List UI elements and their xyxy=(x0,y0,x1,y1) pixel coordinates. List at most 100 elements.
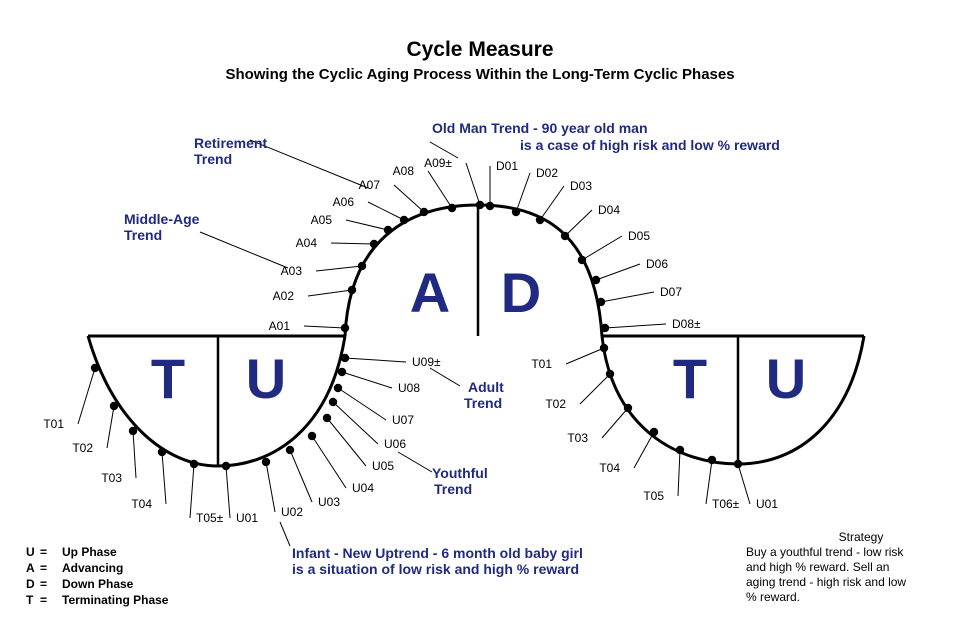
annotation-adult: Adult Trend xyxy=(464,379,508,411)
phase-letter-t-right: T xyxy=(673,347,707,410)
point-label: D05 xyxy=(628,229,650,243)
phase-letter-u-right: U xyxy=(766,347,806,410)
strategy-heading: Strategy xyxy=(838,530,884,544)
point-leader xyxy=(737,463,751,505)
point-label: U03 xyxy=(318,495,340,509)
point-leader xyxy=(705,459,713,505)
point-marker xyxy=(707,455,717,465)
annotation-old-man: Old Man Trend - 90 year old man is a cas… xyxy=(432,120,780,153)
point-marker xyxy=(475,200,485,210)
point-marker xyxy=(189,459,199,469)
point-marker xyxy=(261,457,271,467)
annotation-infant: Infant - New Uptrend - 6 month old baby … xyxy=(292,545,587,577)
point-leader xyxy=(332,401,379,445)
point-label: A05 xyxy=(311,213,333,227)
point-label: T06± xyxy=(712,497,740,511)
point-leader xyxy=(106,405,115,449)
point-marker xyxy=(485,201,495,211)
phase-letter-d: D xyxy=(501,261,541,324)
point-marker xyxy=(369,239,379,249)
point-leader xyxy=(595,263,641,281)
point-label: A02 xyxy=(273,289,295,303)
point-leader xyxy=(225,465,231,519)
leader-middle-age xyxy=(199,231,289,269)
point-label: D04 xyxy=(598,203,620,217)
point-leader xyxy=(330,242,375,245)
strategy-line: and high % reward. Sell an xyxy=(746,560,890,574)
phase-letter-t-left: T xyxy=(151,347,185,410)
dome-curve xyxy=(343,203,604,337)
point-label: U09± xyxy=(412,355,441,369)
point-label: D08± xyxy=(672,317,701,331)
point-marker xyxy=(307,431,317,441)
strategy-line: % reward. xyxy=(746,590,801,604)
point-marker xyxy=(675,445,685,455)
point-leader xyxy=(132,430,137,479)
point-marker xyxy=(347,285,357,295)
legend: U=Up Phase A=Advancing D=Down Phase T=Te… xyxy=(26,544,168,608)
point-label: U02 xyxy=(281,505,303,519)
leader-old-man xyxy=(429,141,459,159)
point-marker xyxy=(357,261,367,271)
diagram-title: Cycle Measure xyxy=(406,38,554,61)
point-marker xyxy=(109,401,119,411)
legend-row: U=Up Phase xyxy=(26,545,117,559)
point-leader xyxy=(344,357,407,363)
diagram-subtitle: Showing the Cyclic Aging Process Within … xyxy=(225,66,735,83)
point-marker xyxy=(577,255,587,265)
point-label: D06 xyxy=(646,257,668,271)
point-leader xyxy=(600,291,655,303)
point-label: T05± xyxy=(196,511,224,525)
leader-adult xyxy=(429,367,461,387)
point-leader xyxy=(315,265,363,272)
legend-row: A=Advancing xyxy=(26,561,124,575)
point-label: U01 xyxy=(236,511,258,525)
annotation-youthful: Youthful Trend xyxy=(432,465,492,497)
point-marker xyxy=(399,215,409,225)
point-marker xyxy=(623,403,633,413)
point-marker xyxy=(599,343,609,353)
point-leader xyxy=(303,325,346,329)
point-leader xyxy=(345,219,389,231)
point-marker xyxy=(733,459,743,469)
strategy-box: Strategy Buy a youthful trend - low risk… xyxy=(746,530,946,605)
point-leader xyxy=(564,209,593,237)
point-marker xyxy=(605,369,615,379)
point-marker xyxy=(535,215,545,225)
annotation-middle-age: Middle-Age Trend xyxy=(124,211,203,243)
point-label: T03 xyxy=(101,471,122,485)
point-label: D01 xyxy=(496,159,518,173)
point-marker xyxy=(340,353,350,363)
point-label: A07 xyxy=(359,178,381,192)
point-leader xyxy=(189,463,195,519)
point-label: T04 xyxy=(599,461,620,475)
point-leader xyxy=(326,417,367,467)
annotation-retirement: Retirement Trend xyxy=(194,135,271,167)
point-marker xyxy=(322,413,332,423)
left-bowl-curve xyxy=(86,335,347,468)
point-label: U01 xyxy=(756,497,778,511)
phase-letter-u-left: U xyxy=(246,347,286,410)
point-marker xyxy=(560,231,570,241)
point-marker xyxy=(596,297,606,307)
point-marker xyxy=(285,445,295,455)
point-leader xyxy=(604,323,667,329)
point-marker xyxy=(591,275,601,285)
point-label: D03 xyxy=(570,179,592,193)
point-markers xyxy=(77,162,751,519)
point-label: A09± xyxy=(424,156,452,170)
point-marker xyxy=(340,323,350,333)
point-label: A06 xyxy=(333,195,355,209)
legend-row: T=Terminating Phase xyxy=(26,593,169,607)
point-label: T05 xyxy=(643,489,664,503)
point-label: U08 xyxy=(398,381,420,395)
point-marker xyxy=(419,207,429,217)
point-leader xyxy=(341,371,393,389)
point-leader xyxy=(581,235,623,261)
point-marker xyxy=(128,426,138,436)
point-leader xyxy=(515,172,531,213)
point-label: U07 xyxy=(392,413,414,427)
point-marker xyxy=(511,207,521,217)
point-leader xyxy=(367,201,405,221)
